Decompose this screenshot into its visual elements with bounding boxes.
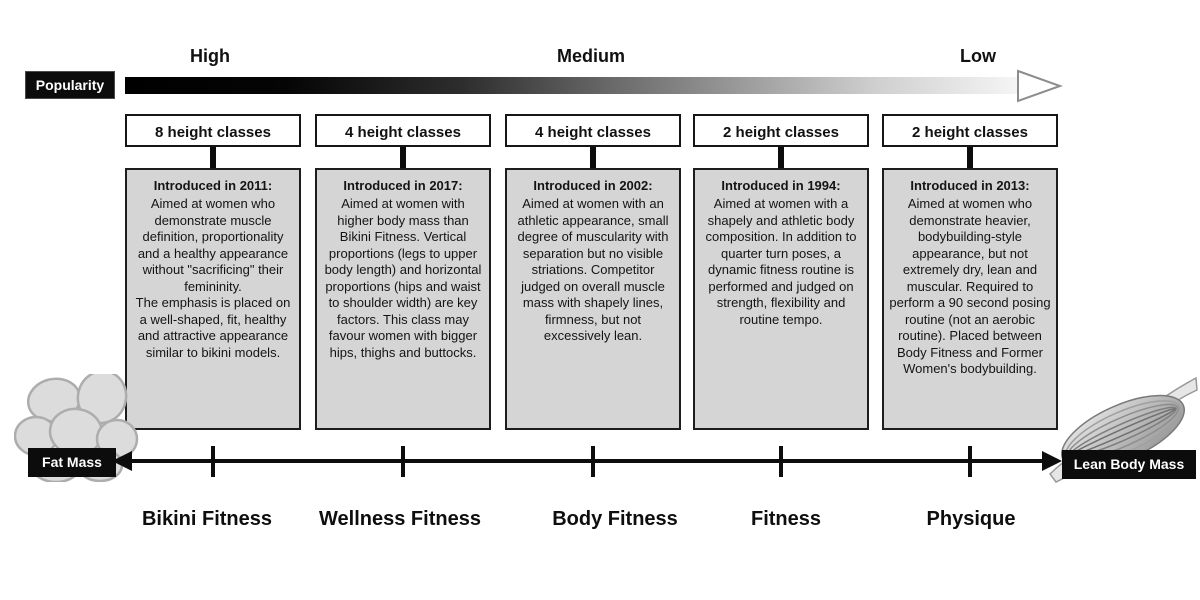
popularity-level-medium: Medium [556, 46, 626, 66]
popularity-level-low: Low [960, 46, 996, 66]
description-box: Introduced in 2011: Aimed at women who d… [125, 168, 301, 430]
lean-body-mass-label: Lean Body Mass [1062, 450, 1196, 479]
category-column-physique: 2 height classes Introduced in 2013: Aim… [882, 114, 1058, 430]
axis-tick [401, 446, 405, 477]
category-name-physique: Physique [926, 508, 1016, 530]
axis-right-arrow-icon [1042, 451, 1062, 471]
connector-stem [400, 147, 406, 168]
height-class-box: 2 height classes [693, 114, 869, 147]
popularity-level-high: High [190, 46, 230, 66]
category-name-body-fitness: Body Fitness [552, 508, 678, 530]
connector-stem [967, 147, 973, 168]
intro-title: Introduced in 2013: [910, 178, 1030, 193]
description-text: Aimed at women with higher body mass tha… [324, 196, 482, 360]
axis-tick [211, 446, 215, 477]
intro-title: Introduced in 2011: [153, 178, 273, 193]
intro-title: Introduced in 2017: [343, 178, 463, 193]
category-column-body-fitness: 4 height classes Introduced in 2002: Aim… [505, 114, 681, 430]
intro-title: Introduced in 2002: [533, 178, 653, 193]
connector-stem [590, 147, 596, 168]
description-box: Introduced in 2013: Aimed at women who d… [882, 168, 1058, 430]
category-column-bikini-fitness: 8 height classes Introduced in 2011: Aim… [125, 114, 301, 430]
description-box: Introduced in 2017: Aimed at women with … [315, 168, 491, 430]
category-name-fitness: Fitness [750, 508, 822, 530]
category-name-bikini-fitness: Bikini Fitness [141, 508, 273, 530]
category-name-wellness-fitness: Wellness Fitness [319, 508, 481, 530]
popularity-gradient-bar [125, 77, 1018, 94]
description-text: Aimed at women with a shapely and athlet… [705, 196, 857, 327]
height-class-box: 8 height classes [125, 114, 301, 147]
description-box: Introduced in 2002: Aimed at women with … [505, 168, 681, 430]
category-column-wellness-fitness: 4 height classes Introduced in 2017: Aim… [315, 114, 491, 430]
connector-stem [778, 147, 784, 168]
popularity-arrowhead-icon [1016, 69, 1064, 103]
fat-mass-label: Fat Mass [28, 448, 116, 477]
height-class-box: 2 height classes [882, 114, 1058, 147]
axis-left-arrow-icon [112, 451, 132, 471]
category-column-fitness: 2 height classes Introduced in 1994: Aim… [693, 114, 869, 430]
popularity-label-box: Popularity [25, 71, 115, 99]
connector-stem [210, 147, 216, 168]
height-class-box: 4 height classes [315, 114, 491, 147]
mass-axis-line [130, 459, 1044, 463]
description-text: Aimed at women who demonstrate heavier, … [889, 196, 1051, 376]
description-text: Aimed at women with an athletic appearan… [517, 196, 669, 343]
description-box: Introduced in 1994: Aimed at women with … [693, 168, 869, 430]
height-class-box: 4 height classes [505, 114, 681, 147]
axis-tick [779, 446, 783, 477]
description-text: Aimed at women who demonstrate muscle de… [135, 196, 291, 360]
axis-tick [968, 446, 972, 477]
intro-title: Introduced in 1994: [721, 178, 841, 193]
axis-tick [591, 446, 595, 477]
